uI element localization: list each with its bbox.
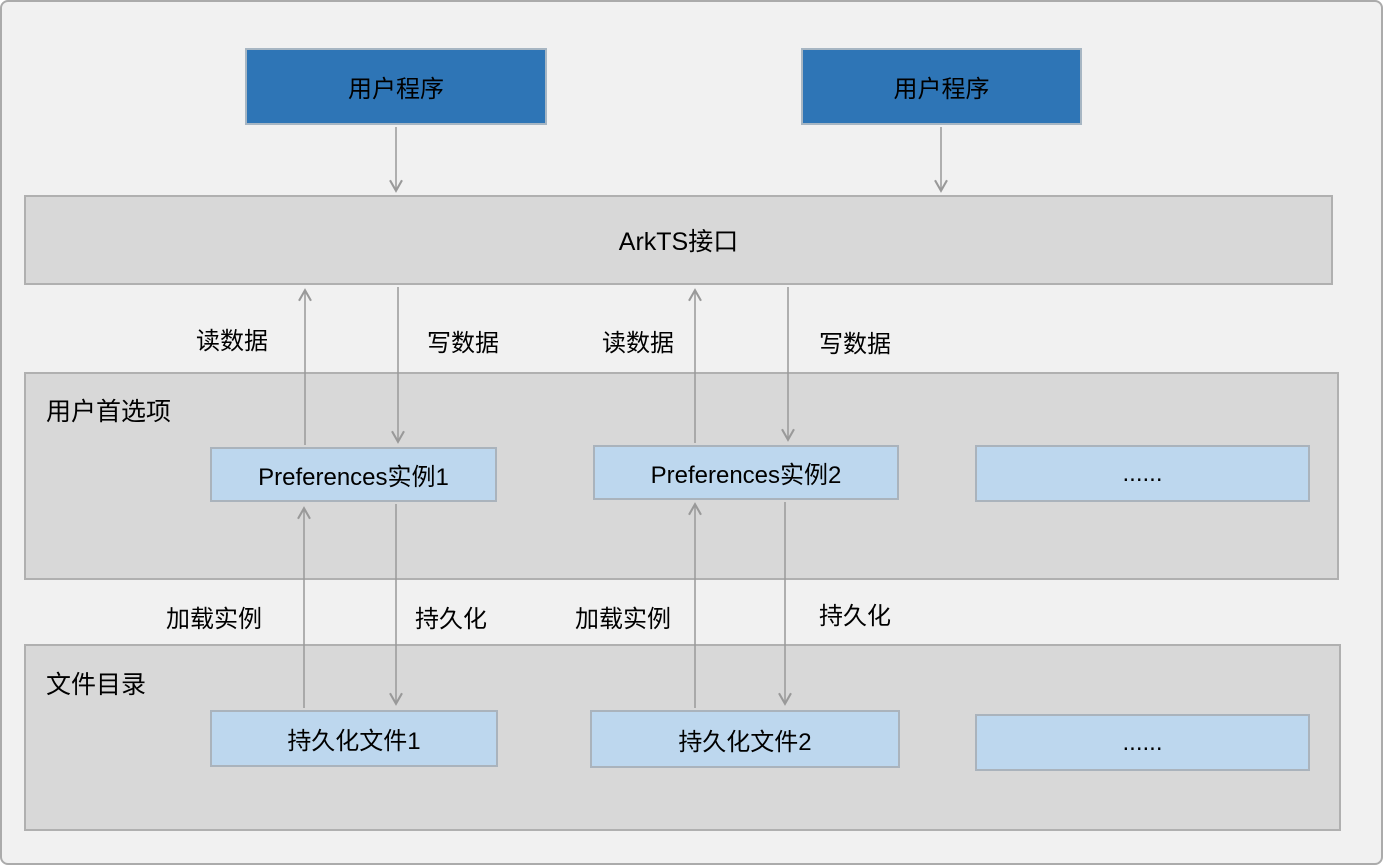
arkts-api-bar: ArkTS接口 — [24, 195, 1333, 285]
preferences-instance-label-more: ...... — [1122, 459, 1163, 487]
persist-file-box-more: ...... — [975, 714, 1310, 771]
flow-label-persist-2: 持久化 — [819, 603, 891, 630]
preferences-section-title: 用户首选项 — [46, 398, 172, 426]
persist-file-label-2: 持久化文件2 — [678, 728, 812, 756]
files-section-title: 文件目录 — [46, 671, 147, 699]
persist-file-box-2: 持久化文件2 — [590, 710, 900, 768]
preferences-instance-label-1: Preferences实例1 — [258, 464, 449, 491]
preferences-instance-box-1: Preferences实例1 — [210, 447, 497, 502]
preferences-instance-box-more: ...... — [975, 445, 1310, 502]
persist-file-label-1: 持久化文件1 — [287, 728, 421, 755]
preferences-instance-box-2: Preferences实例2 — [593, 445, 899, 500]
flow-label-write-data-1: 写数据 — [427, 330, 499, 357]
user-program-label-1: 用户程序 — [348, 76, 444, 103]
user-program-label-2: 用户程序 — [893, 76, 990, 103]
flow-label-load-instance-1: 加载实例 — [166, 606, 262, 633]
persist-file-box-1: 持久化文件1 — [210, 710, 498, 767]
arkts-api-label: ArkTS接口 — [618, 228, 739, 256]
flow-label-read-data-2: 读数据 — [602, 330, 674, 357]
persist-file-label-more: ...... — [1122, 728, 1163, 756]
flow-label-load-instance-2: 加载实例 — [575, 606, 671, 633]
user-program-box-1: 用户程序 — [245, 48, 547, 125]
preferences-instance-label-2: Preferences实例2 — [650, 462, 842, 489]
flow-label-read-data-1: 读数据 — [196, 328, 268, 355]
flow-label-persist-1: 持久化 — [415, 606, 487, 633]
flow-label-write-data-2: 写数据 — [819, 331, 891, 358]
user-program-box-2: 用户程序 — [801, 48, 1082, 125]
